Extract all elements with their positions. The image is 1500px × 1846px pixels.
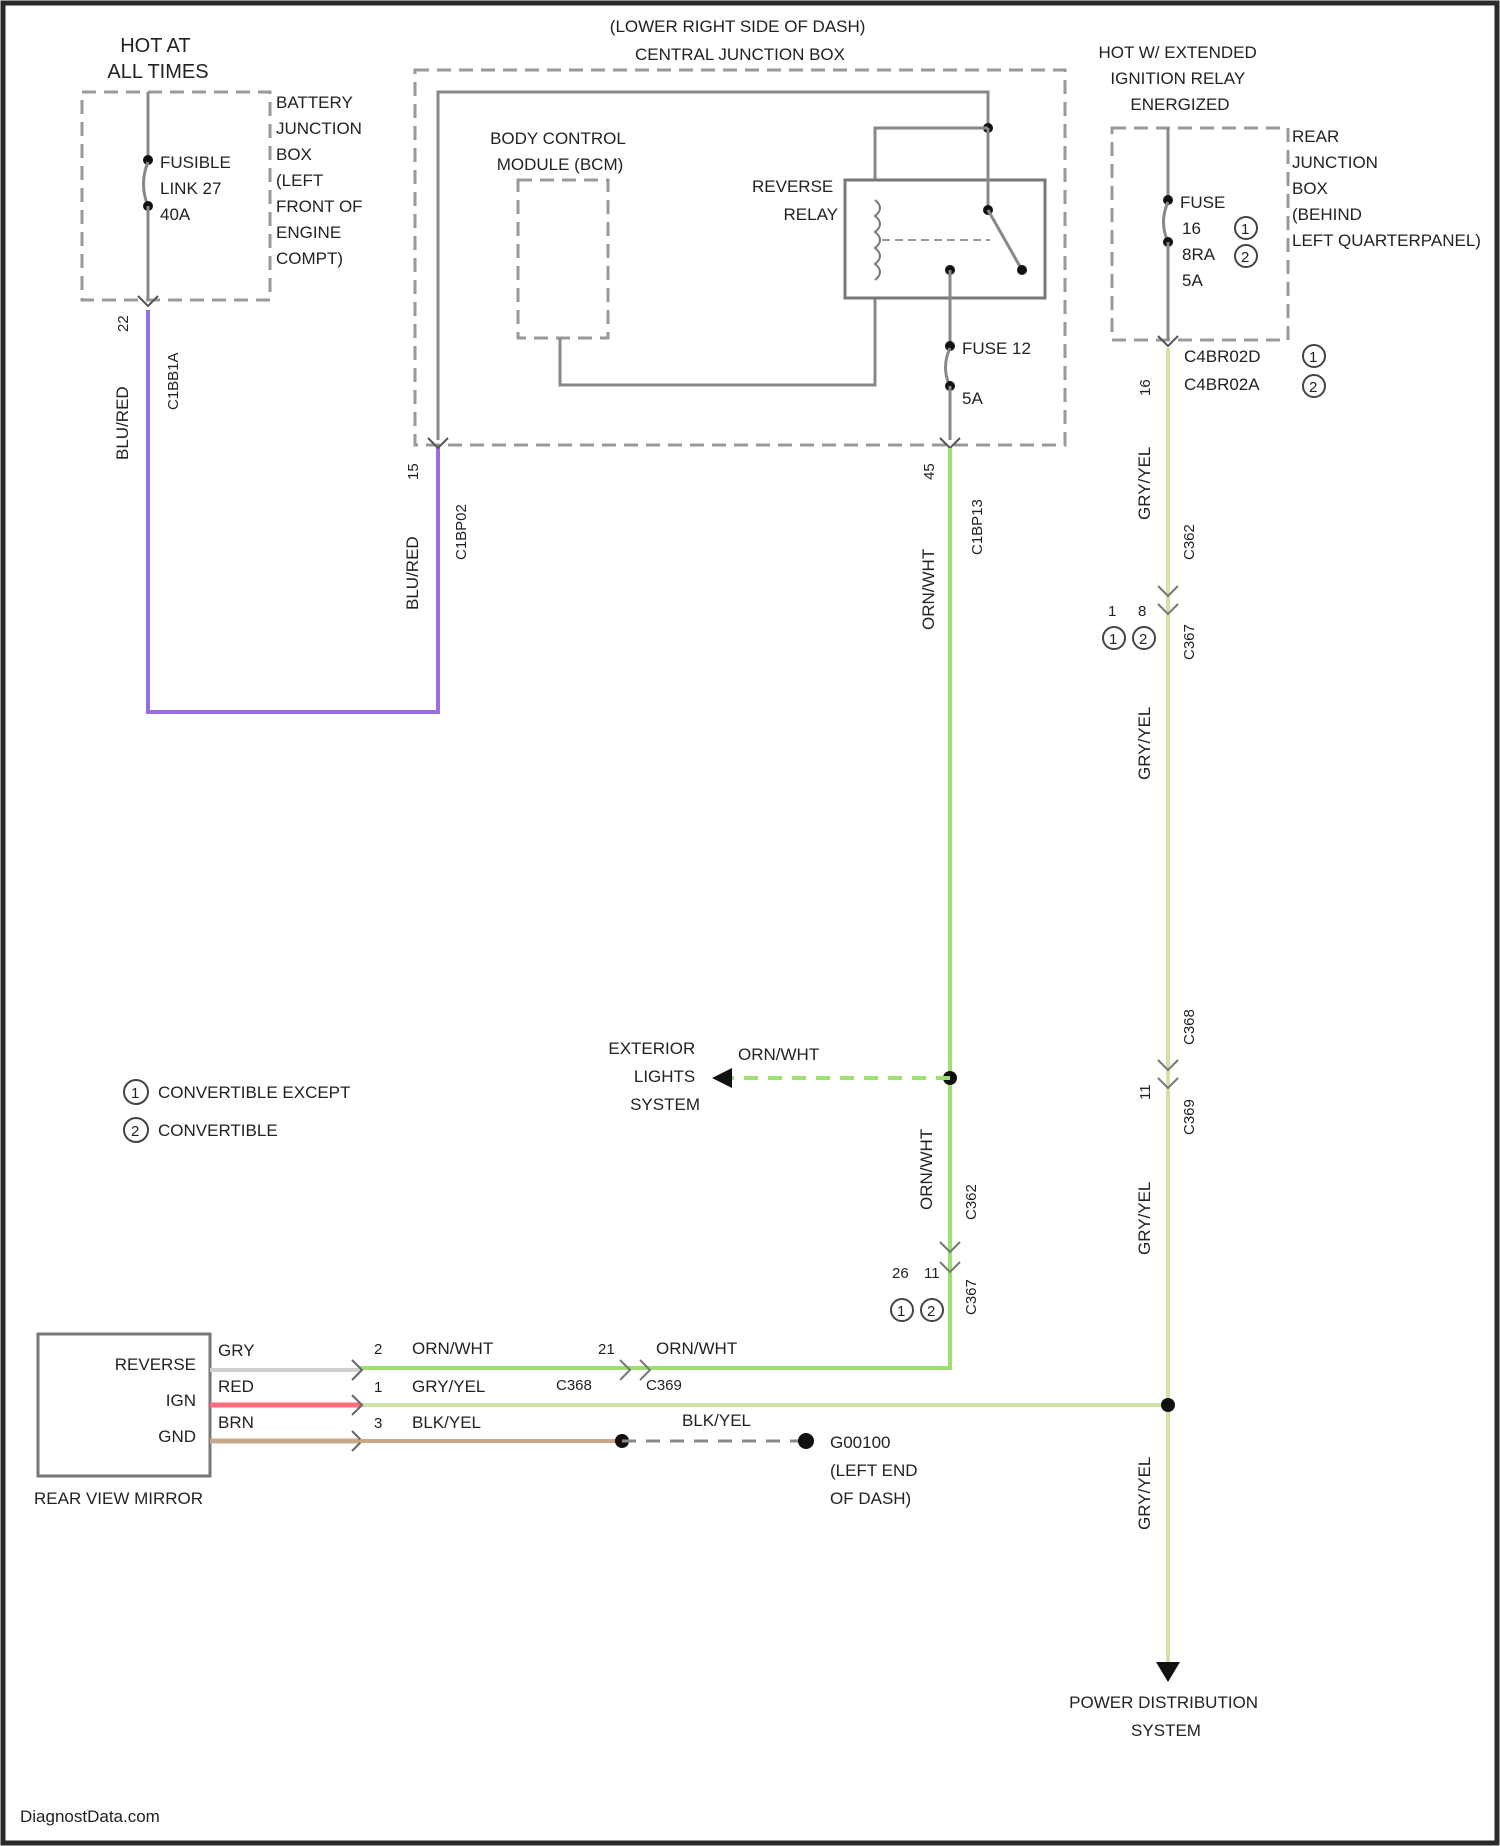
ground-point [798,1433,814,1449]
gry-yel-splice [1161,1398,1175,1412]
fusible-link-symbol [144,162,149,206]
exterior-lights-branch: EXTERIOR LIGHTS SYSTEM ORN/WHT [608,1039,950,1114]
mirror-wire-2-color: GRY/YEL [412,1377,485,1396]
mirror-wire-3-pin: 3 [374,1415,382,1432]
relay-switch-contact [1017,265,1027,275]
lower-inline-ref-2-num: 2 [927,1303,935,1320]
fuse-16-symbol [1164,202,1169,242]
rear-jb-connector-1: C4BR02D [1184,347,1261,366]
lower-inline-connector-b: C367 [963,1279,980,1315]
central-jb-title: (LOWER RIGHT SIDE OF DASH) CENTRAL JUNCT… [610,17,870,64]
upper-inline-connector-b: C367 [1181,624,1198,660]
rear-view-mirror: REVERSE IGN GND REAR VIEW MIRROR GRY RED… [34,1334,493,1508]
rear-jb-name: REAR JUNCTION BOX (BEHIND LEFT QUARTERPA… [1292,127,1481,250]
mirror-wire-3-color: BLK/YEL [412,1413,481,1432]
option-legend: 1 CONVERTIBLE EXCEPT 2 CONVERTIBLE [124,1080,350,1142]
mirror-wire-tag-red: RED [218,1377,254,1396]
battery-jb-name: BATTERY JUNCTION BOX (LEFT FRONT OF ENGI… [276,93,367,268]
battery-jb-connector: C1BB1A [165,352,182,410]
cjb-right-connector: C1BP13 [969,499,986,555]
legend-item-1-num: 1 [131,1085,139,1102]
bcm-label: BODY CONTROL MODULE (BCM) [490,129,630,174]
fuse-12-label: FUSE 12 5A [962,339,1036,408]
mid-inline-pin: 11 [1137,1084,1154,1100]
fusible-link-label: FUSIBLE LINK 27 40A [160,153,236,224]
watermark: DiagnostData.com [20,1807,160,1826]
legend-item-1-text: CONVERTIBLE EXCEPT [158,1083,350,1102]
rear-jb-wire-color: GRY/YEL [1135,447,1154,520]
mirror-wire-2-pin: 1 [374,1379,382,1396]
upper-inline-pin-a: 1 [1108,603,1116,620]
cjb-left-pin: 15 [405,463,422,480]
ground-label: G00100 (LEFT END OF DASH) [830,1433,922,1508]
upper-inline-ref-1-num: 1 [1109,631,1117,648]
mid-inline-connector-a: C368 [1181,1009,1198,1045]
c368-inline-wire-color: ORN/WHT [656,1339,737,1358]
mirror-wire-tag-brn: BRN [218,1413,254,1432]
mid-inline-connector-b: C369 [1181,1099,1198,1135]
hot-at-all-times-label: HOT AT ALL TIMES [107,35,208,83]
cjb-left-wire-color: BLU/RED [403,536,422,610]
lower-inline-ref-1-num: 1 [897,1303,905,1320]
option-ref-1-fuse-num: 1 [1241,221,1249,238]
mirror-pin-ign: IGN [166,1391,196,1410]
mirror-pin-reverse: REVERSE [115,1355,196,1374]
rear-jb-pin: 16 [1137,379,1154,396]
cjb-left-connector: C1BP02 [453,504,470,560]
legend-item-2-num: 2 [131,1123,139,1140]
c368-inline-connector-b: C369 [646,1377,682,1394]
cjb-right-pin: 45 [921,463,938,480]
mirror-wire-tag-gry: GRY [218,1341,255,1360]
fuse-12-symbol [946,348,951,386]
option-ref-1-connector-num: 1 [1309,349,1317,366]
extended-ignition-label: HOT W/ EXTENDED IGNITION RELAY ENERGIZED [1098,43,1261,114]
central-junction-box: (LOWER RIGHT SIDE OF DASH) CENTRAL JUNCT… [403,17,1065,630]
rear-junction-box: HOT W/ EXTENDED IGNITION RELAY ENERGIZED… [1098,43,1480,520]
mirror-wire-1-color: ORN/WHT [412,1339,493,1358]
upper-inline-ref-2-num: 2 [1139,631,1147,648]
bcm-module [518,180,608,338]
reverse-relay-label: REVERSE RELAY [752,177,838,224]
battery-jb-wire-color: BLU/RED [113,386,132,460]
legend-item-2-text: CONVERTIBLE [158,1121,278,1140]
option-ref-2-fuse-num: 2 [1241,249,1249,266]
exterior-lights-wire-color: ORN/WHT [738,1045,819,1064]
battery-jb-pin: 22 [115,315,132,332]
gry-yel-lower-wire-color: GRY/YEL [1135,1457,1154,1530]
lower-inline-connector-a: C362 [963,1184,980,1220]
upper-inline-connector-a: C362 [1181,524,1198,560]
power-distribution-arrow [1156,1662,1180,1682]
upper-inline-pin-b: 8 [1138,603,1146,620]
blu-red-wire [148,310,438,712]
mirror-name: REAR VIEW MIRROR [34,1489,203,1508]
lower-inline-connector: C362 C367 26 11 1 2 ORN/WHT [891,1129,980,1321]
rear-jb-connector-2: C4BR02A [1184,375,1260,394]
c368-inline-connector-a: C368 [556,1377,592,1394]
power-distribution-label: POWER DISTRIBUTION SYSTEM [1069,1693,1263,1740]
ground-wire-color: BLK/YEL [682,1411,751,1430]
mirror-pin-gnd: GND [158,1427,196,1446]
lower-inline-pin-a: 26 [892,1265,909,1282]
lower-inline-wire-color: ORN/WHT [917,1129,936,1210]
mirror-wire-1-pin: 2 [374,1341,382,1358]
fuse-16-label: FUSE 16 8RA 5A [1180,193,1230,290]
c368-inline-pin: 21 [598,1341,615,1358]
exterior-lights-arrow [712,1068,732,1088]
battery-junction-box: HOT AT ALL TIMES BATTERY JUNCTION BOX (L… [82,35,367,460]
reverse-relay [845,180,1045,298]
option-ref-2-connector-num: 2 [1309,379,1317,396]
upper-inline-wire-color: GRY/YEL [1135,707,1154,780]
orn-wht-wire [360,448,950,1368]
mid-inline-wire-color: GRY/YEL [1135,1182,1154,1255]
exterior-lights-label: EXTERIOR LIGHTS SYSTEM [608,1039,700,1114]
cjb-right-wire-color: ORN/WHT [919,549,938,630]
page-border [3,3,1497,1843]
lower-inline-pin-b: 11 [924,1265,940,1282]
upper-inline-connector: C362 C367 1 8 1 2 GRY/YEL [1103,524,1198,780]
